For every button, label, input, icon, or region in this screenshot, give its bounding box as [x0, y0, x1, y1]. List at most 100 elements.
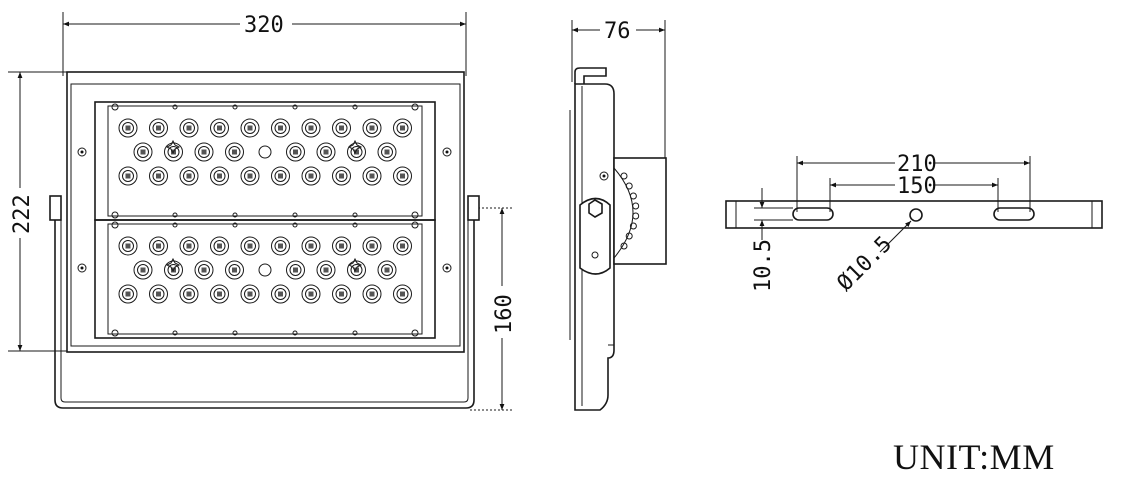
led-die — [125, 243, 131, 249]
led-chip — [289, 146, 302, 158]
led-chip — [183, 240, 195, 252]
led-chip — [213, 122, 226, 134]
led-die — [156, 173, 161, 179]
led-die — [201, 149, 207, 155]
module-screw — [292, 104, 298, 110]
led-lens — [210, 284, 229, 304]
led-lens — [393, 284, 412, 304]
led-lens — [194, 142, 214, 162]
led-die — [186, 243, 192, 249]
led-lens — [271, 118, 290, 138]
led-chip — [335, 122, 348, 134]
housing-outline — [66, 71, 465, 353]
led-lens — [179, 118, 199, 138]
dimension-hole-diameter: Ø10.5 — [833, 220, 912, 297]
led-die — [293, 149, 298, 155]
module-screw — [232, 330, 238, 336]
bracket-bar — [725, 200, 1103, 229]
bracket-center-hole — [909, 208, 923, 222]
side-vent-hole — [629, 192, 637, 200]
led-chip — [350, 146, 363, 158]
led-chip — [396, 240, 409, 252]
dim-label-210: 210 — [897, 152, 937, 177]
led-chip — [213, 240, 226, 252]
led-lens — [332, 118, 351, 138]
led-lens — [179, 284, 199, 304]
module-marker — [165, 257, 181, 273]
side-view: 76 — [569, 19, 667, 411]
led-lens — [332, 284, 351, 304]
led-lens — [332, 166, 351, 186]
led-chip — [366, 122, 378, 134]
led-lens — [301, 166, 321, 186]
led-lens — [118, 236, 138, 256]
led-lens — [133, 142, 153, 162]
module-screw — [411, 103, 419, 111]
led-chip — [122, 170, 134, 182]
bracket-slot-right — [993, 207, 1035, 221]
led-chip — [213, 170, 226, 182]
housing-screws — [77, 147, 452, 273]
led-chip — [244, 170, 256, 182]
led-chip — [320, 146, 332, 158]
led-die — [400, 173, 405, 179]
led-die — [201, 267, 207, 273]
led-die — [384, 267, 390, 273]
module-screw — [411, 329, 419, 337]
dimension-depth-76: 76 — [571, 19, 666, 160]
module-screw — [111, 221, 119, 229]
led-lens — [194, 260, 214, 280]
led-die — [308, 291, 314, 297]
side-vent-hole — [632, 212, 640, 220]
led-lens — [118, 284, 138, 304]
led-chip — [183, 122, 195, 134]
led-die — [232, 267, 237, 273]
led-die — [339, 125, 344, 131]
dim-label-diameter: Ø10.5 — [833, 232, 898, 297]
led-chip — [183, 288, 195, 300]
led-lens — [377, 260, 397, 280]
led-die — [156, 291, 161, 297]
led-chip — [244, 122, 256, 134]
led-chip — [350, 264, 363, 276]
module-screw — [292, 330, 298, 336]
led-chip — [198, 146, 210, 158]
module-screw — [352, 212, 358, 218]
led-lens — [210, 118, 229, 138]
led-chip — [305, 240, 317, 252]
module-screw — [292, 212, 298, 218]
led-die — [400, 243, 405, 249]
u-bracket — [54, 197, 475, 409]
led-chip — [274, 170, 287, 182]
right-bracket-knob — [467, 195, 480, 221]
side-vent-hole — [625, 182, 633, 190]
side-hex-bolt — [588, 199, 603, 218]
led-chip — [396, 122, 409, 134]
side-top-tab — [574, 67, 607, 84]
module-sensor — [258, 263, 272, 277]
led-chip — [152, 170, 165, 182]
led-chip — [122, 288, 134, 300]
dim-label-150: 150 — [897, 174, 937, 199]
led-lens — [149, 236, 168, 256]
led-lens — [286, 142, 305, 162]
led-lens — [377, 142, 397, 162]
led-die — [308, 173, 314, 179]
led-chip — [198, 264, 210, 276]
led-lens — [240, 284, 260, 304]
side-vent-hole — [620, 242, 628, 250]
led-lens — [271, 236, 290, 256]
led-lens — [316, 142, 336, 162]
led-die — [339, 243, 344, 249]
led-die — [323, 267, 329, 273]
led-die — [125, 173, 131, 179]
led-module-top — [94, 101, 436, 221]
bracket-slot-left — [792, 207, 834, 221]
led-chip — [244, 240, 256, 252]
led-chip — [274, 240, 287, 252]
led-chip — [335, 288, 348, 300]
led-chip — [381, 264, 393, 276]
led-lens — [332, 236, 351, 256]
led-lens — [362, 284, 382, 304]
module-screw — [411, 221, 419, 229]
